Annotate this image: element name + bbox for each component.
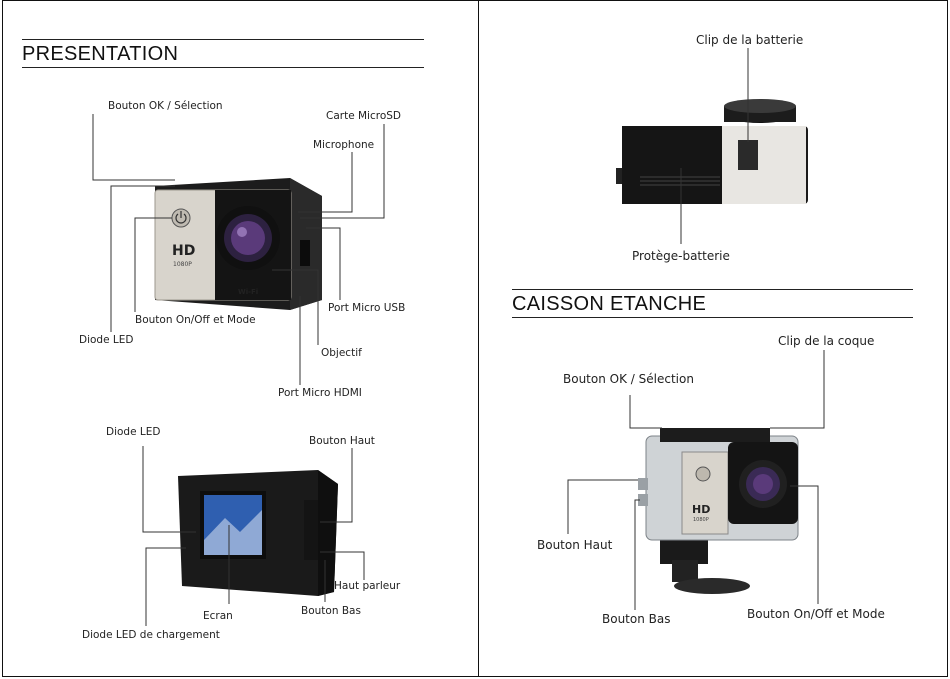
- label-battery-clip: Clip de la batterie: [696, 33, 804, 47]
- label-battery-cover: Protège-batterie: [632, 249, 730, 263]
- label-case-ok-button: Bouton OK / Sélection: [563, 372, 694, 386]
- label-led-diode-front: Diode LED: [79, 334, 134, 346]
- section-title-presentation: PRESENTATION: [22, 43, 179, 65]
- label-screen: Ecran: [203, 610, 233, 622]
- label-lens: Objectif: [321, 347, 362, 359]
- case-title-rule-top: [512, 289, 913, 290]
- label-ok-button: Bouton OK / Sélection: [108, 100, 223, 112]
- section-title-waterproof-case: CAISSON ETANCHE: [512, 293, 707, 315]
- label-microsd-card: Carte MicroSD: [326, 110, 402, 122]
- label-case-up-button: Bouton Haut: [537, 538, 613, 552]
- label-micro-hdmi-port: Port Micro HDMI: [278, 387, 362, 399]
- label-case-clip: Clip de la coque: [778, 334, 875, 348]
- label-up-button: Bouton Haut: [309, 435, 375, 447]
- label-led-diode-back: Diode LED: [106, 426, 161, 438]
- case-title-rule-bottom: [512, 317, 913, 318]
- left-page: [2, 0, 478, 677]
- label-case-down-button: Bouton Bas: [602, 612, 671, 626]
- title-rule-top: [22, 39, 424, 40]
- label-micro-usb-port: Port Micro USB: [328, 302, 406, 314]
- title-rule-bottom: [22, 67, 424, 68]
- label-speaker: Haut parleur: [334, 580, 401, 592]
- label-microphone: Microphone: [313, 139, 375, 151]
- label-charging-led: Diode LED de chargement: [82, 629, 220, 641]
- label-down-button: Bouton Bas: [301, 605, 361, 617]
- label-case-power-mode: Bouton On/Off et Mode: [747, 607, 885, 621]
- right-page: [478, 0, 948, 677]
- label-power-mode-button: Bouton On/Off et Mode: [135, 314, 256, 326]
